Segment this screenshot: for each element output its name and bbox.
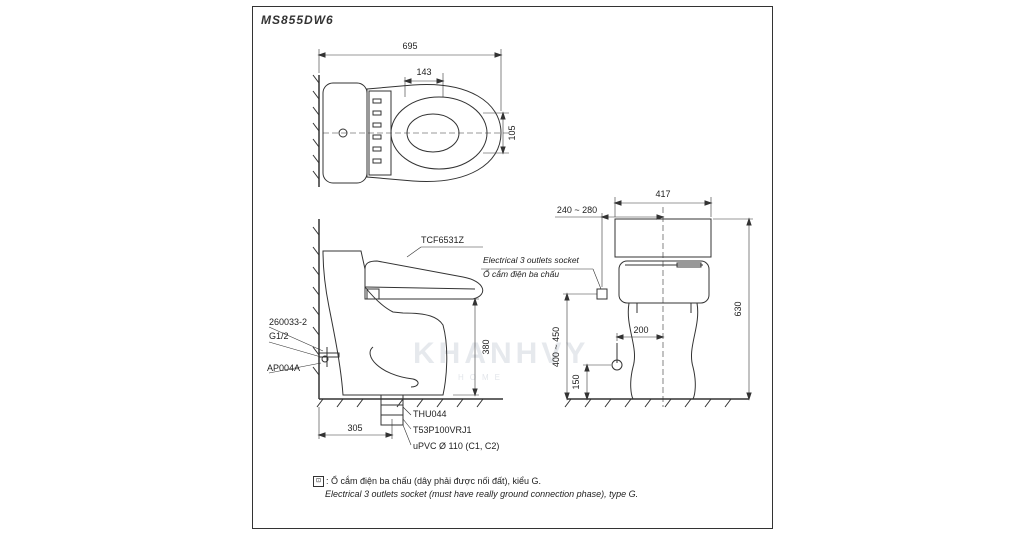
thread-part-label: G1/2 xyxy=(269,331,289,341)
hose-part-label: AP004A xyxy=(267,363,300,373)
dim-valve-offset-label: 200 xyxy=(633,325,648,335)
dim-width-label: 417 xyxy=(655,189,670,199)
front-view xyxy=(481,197,753,408)
dim-height-label: 380 xyxy=(481,339,491,354)
drawing-sheet: MS855DW6 KHANHVY HOME xyxy=(252,6,773,529)
dim-total-height-label: 630 xyxy=(733,301,743,316)
socket-symbol-icon: ⊡ xyxy=(313,476,324,488)
socket-label-en: Electrical 3 outlets socket xyxy=(483,255,580,265)
dim-valve-height-label: 150 xyxy=(571,374,581,389)
model-title: MS855DW6 xyxy=(261,13,334,27)
dim-offset-label: 143 xyxy=(416,67,431,77)
footnote: ⊡: Ổ cắm điện ba chấu (dây phải được nối… xyxy=(313,475,638,501)
dim-socket-offset-label: 240 ~ 280 xyxy=(557,205,597,215)
footnote-vi: : Ổ cắm điện ba chấu (dây phải được nối … xyxy=(326,476,542,486)
technical-drawing: 695 143 105 TCF6531Z 260033-2 G1/2 AP004… xyxy=(267,41,753,451)
dim-rough-in-label: 305 xyxy=(347,423,362,433)
valve-part-label: 260033-2 xyxy=(269,317,307,327)
top-view xyxy=(312,49,509,187)
flange-part-label: THU044 xyxy=(413,409,447,419)
watermark: KHANHVY xyxy=(413,337,590,370)
footnote-en: Electrical 3 outlets socket (must have r… xyxy=(325,489,639,499)
watermark-sub: HOME xyxy=(458,373,506,382)
seat-model-label: TCF6531Z xyxy=(421,235,465,245)
dim-socket-height-label: 400 ~ 450 xyxy=(551,327,561,367)
bolt-part-label: T53P100VRJ1 xyxy=(413,425,472,435)
side-view xyxy=(268,219,503,446)
dim-length-label: 695 xyxy=(402,41,417,51)
pipe-part-label: uPVC Ø 110 (C1, C2) xyxy=(413,441,499,451)
socket-label-vi: Ổ cắm điện ba chấu xyxy=(483,268,559,279)
dim-depth-label: 105 xyxy=(507,125,517,140)
